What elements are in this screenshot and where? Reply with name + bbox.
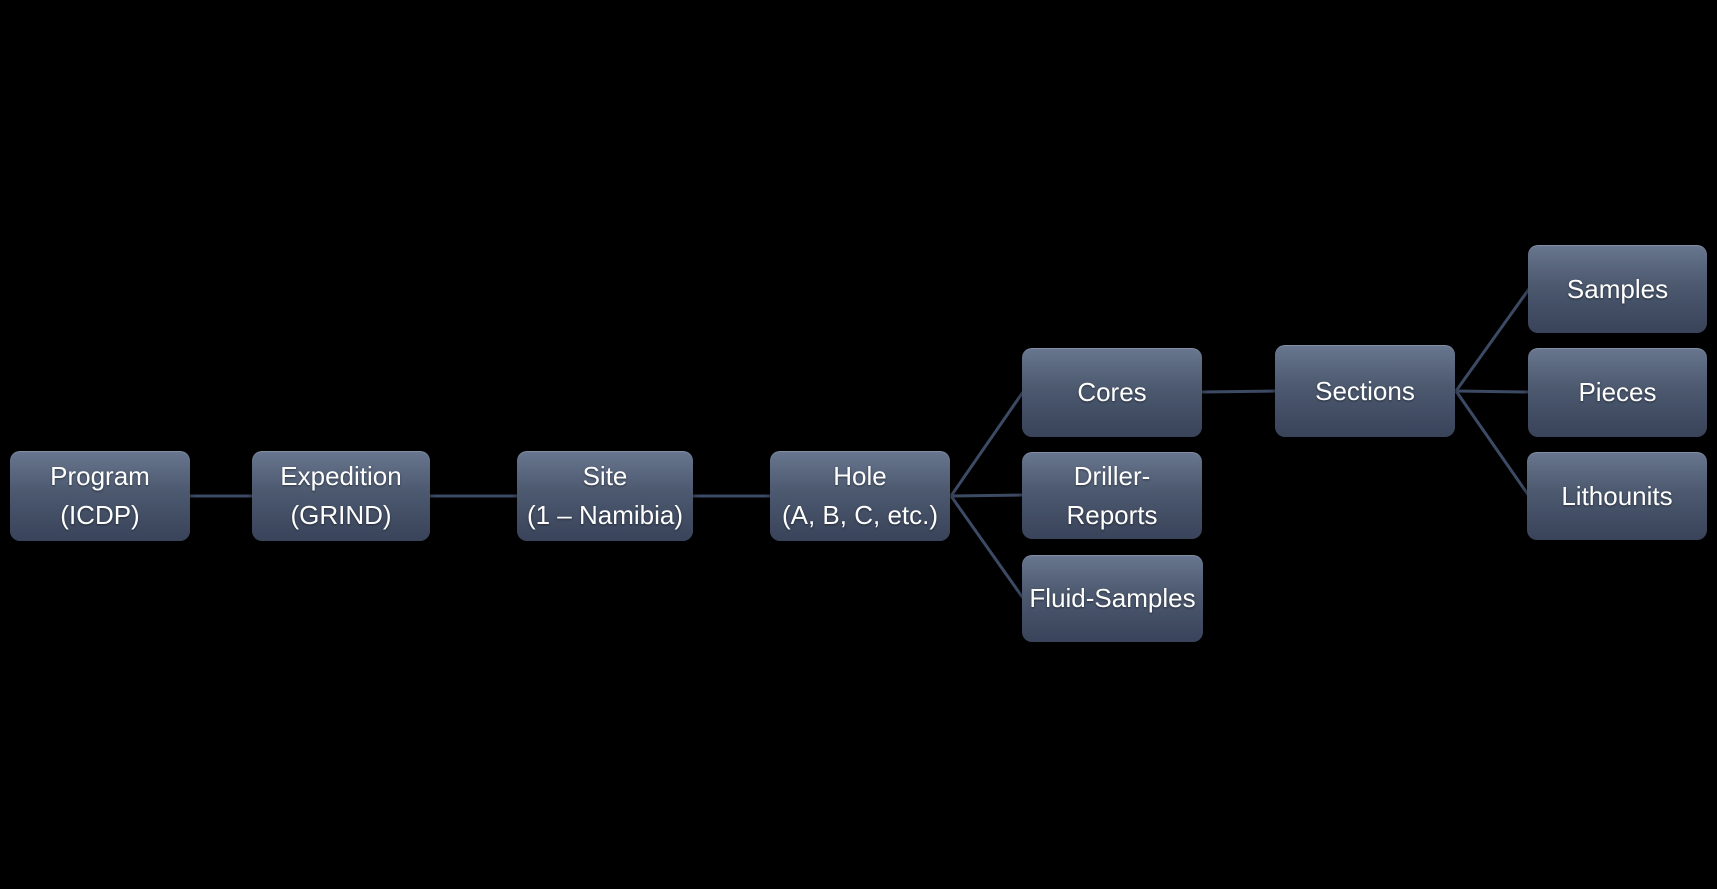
node-expedition-sublabel: (GRIND) [290, 500, 392, 530]
node-fluid-samples-label: Fluid-Samples [1029, 583, 1196, 613]
node-samples-label: Samples [1566, 273, 1669, 304]
node-driller-reports-label: Driller- [1073, 460, 1151, 491]
node-site-sublabel: (1 – Namibia) [526, 500, 684, 530]
node-site: Site (1 – Namibia) [517, 451, 693, 541]
connector-sections-pieces [1455, 389, 1530, 394]
connector-hole-cores [949, 391, 1025, 497]
node-program-sublabel: (ICDP) [60, 500, 140, 530]
connector-cores-sections [1201, 389, 1277, 394]
node-program-label: Program [50, 461, 150, 491]
node-site-label: Site [582, 461, 628, 491]
node-sections: Sections [1275, 345, 1455, 437]
node-expedition-label: Expedition [280, 461, 402, 491]
node-cores-label: Cores [1077, 377, 1147, 407]
connector-hole-driller-reports [950, 493, 1024, 498]
connector-sections-lithounits [1454, 390, 1531, 497]
connector-sections-samples [1454, 288, 1531, 392]
node-pieces: Pieces [1528, 348, 1707, 437]
node-hole: Hole (A, B, C, etc.) [770, 451, 950, 541]
node-program: Program (ICDP) [10, 451, 190, 541]
node-lithounits-label: Lithounits [1561, 480, 1673, 511]
node-expedition: Expedition (GRIND) [252, 451, 430, 541]
node-pieces-label: Pieces [1578, 377, 1657, 407]
node-sections-label: Sections [1315, 375, 1415, 406]
node-fluid-samples: Fluid-Samples [1022, 555, 1203, 642]
node-hole-label: Hole [833, 461, 887, 491]
node-samples: Samples [1528, 245, 1707, 333]
node-driller-reports: Driller- Reports [1022, 452, 1202, 539]
node-driller-reports-sublabel: Reports [1066, 499, 1158, 530]
node-hole-sublabel: (A, B, C, etc.) [781, 500, 939, 530]
node-lithounits: Lithounits [1527, 452, 1707, 540]
node-cores: Cores [1022, 348, 1202, 437]
connector-hole-fluid-samples [949, 495, 1025, 599]
